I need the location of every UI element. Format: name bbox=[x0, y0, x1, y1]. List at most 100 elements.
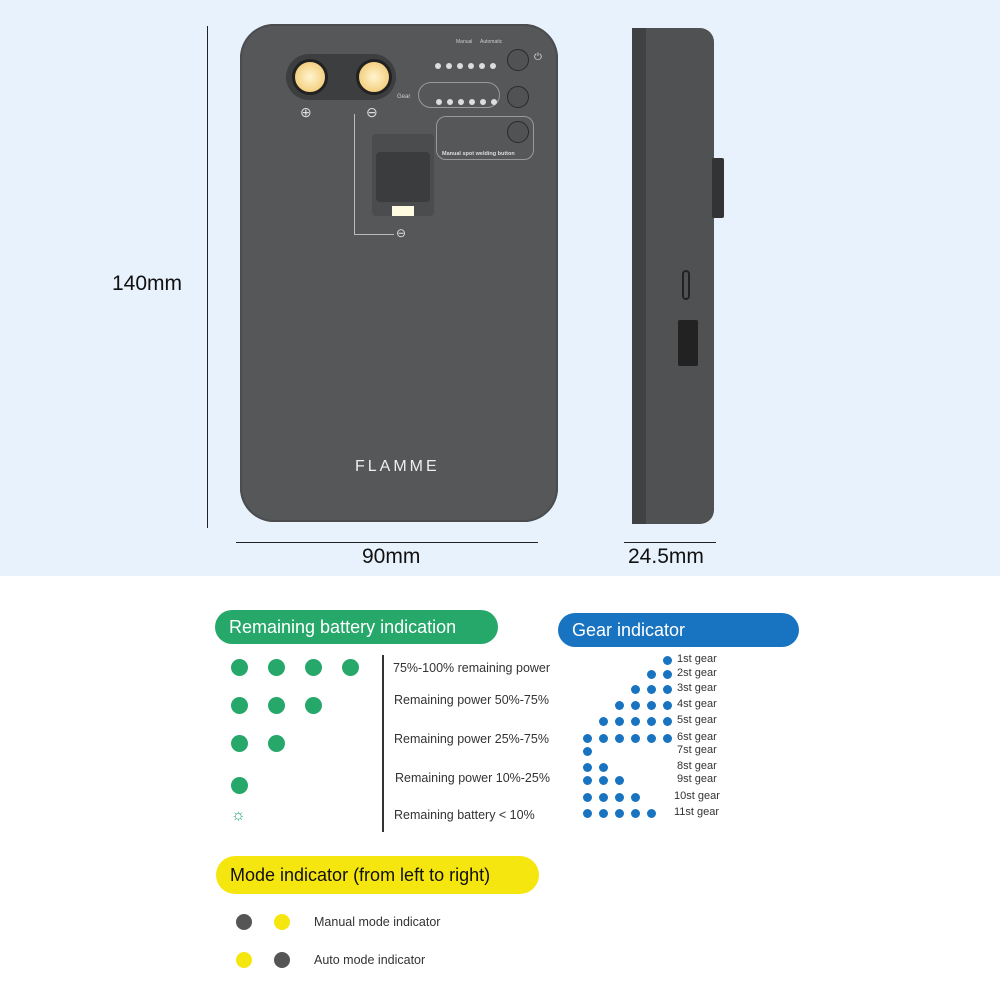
battery-dot bbox=[268, 697, 285, 714]
gear-dot bbox=[647, 685, 656, 694]
positive-terminal bbox=[292, 59, 328, 95]
battery-dot bbox=[268, 735, 285, 752]
brand-logo: FLAMME bbox=[355, 458, 440, 475]
gear-dot bbox=[663, 734, 672, 743]
gear-dot bbox=[599, 776, 608, 785]
gear-dot bbox=[647, 809, 656, 818]
mode-dot bbox=[274, 952, 290, 968]
gear-dot bbox=[631, 734, 640, 743]
depth-dimension-line bbox=[624, 542, 716, 543]
battery-dot bbox=[268, 659, 285, 676]
mode-row-label: Auto mode indicator bbox=[314, 953, 426, 967]
spot-button-label: Manual spot welding button bbox=[442, 151, 515, 157]
gear-dot bbox=[599, 717, 608, 726]
battery-row-label: Remaining power 25%-75% bbox=[394, 732, 549, 746]
gear-row-label: 1st gear bbox=[677, 653, 717, 665]
gear-dot bbox=[599, 763, 608, 772]
gear-row-label: 11st gear bbox=[674, 806, 720, 818]
battery-title: Remaining battery indication bbox=[215, 610, 498, 644]
gear-row-label: 6st gear bbox=[677, 731, 717, 743]
gear-title: Gear indicator bbox=[558, 613, 799, 647]
gear-dot bbox=[631, 717, 640, 726]
gear-dot bbox=[583, 734, 592, 743]
gear-dot bbox=[599, 793, 608, 802]
mode-row-label: Manual mode indicator bbox=[314, 915, 441, 929]
gear-dot bbox=[615, 717, 624, 726]
gear-dot bbox=[615, 793, 624, 802]
battery-dot bbox=[231, 777, 248, 794]
minus-icon: ⊖ bbox=[396, 226, 407, 240]
gear-row-label: 7st gear bbox=[677, 744, 717, 756]
negative-terminal bbox=[356, 59, 392, 95]
gear-dot bbox=[663, 685, 672, 694]
gear-row-label: 8st gear bbox=[677, 760, 717, 772]
gear-dot bbox=[615, 734, 624, 743]
battery-row-label: Remaining battery < 10% bbox=[394, 808, 535, 822]
usb-a-port bbox=[678, 320, 698, 366]
gear-dot bbox=[615, 701, 624, 710]
mode-title: Mode indicator (from left to right) bbox=[216, 856, 539, 894]
gear-row-label: 2st gear bbox=[677, 667, 717, 679]
divider bbox=[382, 655, 384, 832]
flashing-sun-icon: ☼ bbox=[231, 807, 246, 824]
gear-dot bbox=[599, 734, 608, 743]
device-side bbox=[632, 28, 724, 524]
battery-dot bbox=[305, 659, 322, 676]
gear-dot bbox=[647, 717, 656, 726]
width-label: 90mm bbox=[362, 545, 421, 568]
gear-dot bbox=[663, 656, 672, 665]
gear-dot bbox=[631, 793, 640, 802]
battery-row-label: 75%-100% remaining power bbox=[393, 661, 551, 675]
gear-dot bbox=[631, 809, 640, 818]
battery-dot bbox=[231, 659, 248, 676]
gear-button[interactable] bbox=[507, 86, 529, 108]
spot-button-outline bbox=[436, 116, 534, 160]
spot-weld-button[interactable] bbox=[507, 121, 529, 143]
gear-dot bbox=[663, 670, 672, 679]
gear-dot bbox=[647, 734, 656, 743]
height-dimension-line bbox=[207, 26, 208, 528]
gear-dot bbox=[583, 776, 592, 785]
gear-dot bbox=[583, 793, 592, 802]
battery-row-label: Remaining power 50%-75% bbox=[394, 693, 549, 707]
battery-row-label: Remaining power 10%-25% bbox=[395, 771, 550, 785]
guide-line bbox=[354, 234, 394, 235]
gear-dot bbox=[647, 701, 656, 710]
gear-dot bbox=[583, 747, 592, 756]
gear-dot bbox=[583, 763, 592, 772]
battery-dot bbox=[342, 659, 359, 676]
gear-dot bbox=[615, 776, 624, 785]
depth-label: 24.5mm bbox=[628, 545, 704, 568]
plus-icon: ⊕ bbox=[300, 104, 312, 120]
manual-label: Manual bbox=[456, 39, 473, 45]
gear-dot bbox=[647, 670, 656, 679]
port-light bbox=[392, 206, 414, 216]
guide-line bbox=[354, 114, 355, 234]
gear-dot bbox=[631, 685, 640, 694]
battery-dot bbox=[231, 735, 248, 752]
gear-row-label: 3st gear bbox=[677, 682, 717, 694]
power-icon: ⏻ bbox=[534, 52, 542, 63]
device-front: ⊕ ⊖ ⊖ Manual Automatic Gear ⏻ Manual spo… bbox=[240, 24, 558, 522]
gear-leds bbox=[418, 82, 500, 108]
battery-dot bbox=[231, 697, 248, 714]
gear-row-label: 5st gear bbox=[677, 714, 717, 726]
gear-row-label: 4st gear bbox=[677, 698, 717, 710]
gear-dot bbox=[583, 809, 592, 818]
terminal-housing bbox=[286, 54, 396, 100]
width-dimension-line bbox=[236, 542, 538, 543]
gear-label: Gear bbox=[397, 94, 411, 100]
gear-dot bbox=[599, 809, 608, 818]
gear-dot bbox=[615, 809, 624, 818]
mode-dot bbox=[274, 914, 290, 930]
usb-c-port bbox=[682, 270, 690, 300]
gear-dot bbox=[631, 701, 640, 710]
side-switch bbox=[712, 158, 724, 218]
clamp-port bbox=[372, 134, 434, 216]
mode-leds bbox=[432, 56, 498, 74]
mode-dot bbox=[236, 952, 252, 968]
gear-dot bbox=[663, 717, 672, 726]
gear-row-label: 9st gear bbox=[677, 773, 717, 785]
power-mode-button[interactable] bbox=[507, 49, 529, 71]
battery-dot bbox=[305, 697, 322, 714]
